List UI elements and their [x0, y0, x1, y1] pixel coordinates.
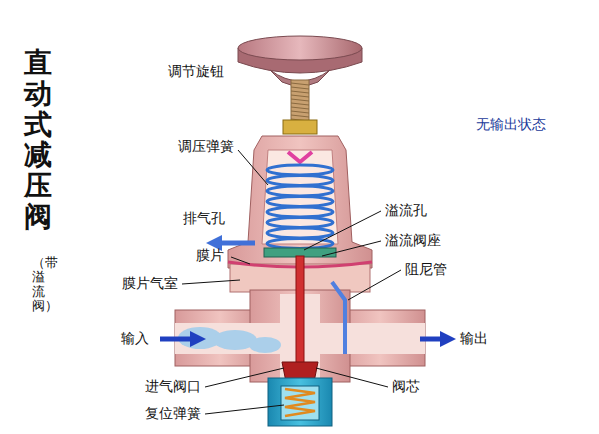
bottom-cap: [281, 386, 319, 420]
pressure-spring: [267, 186, 333, 196]
threaded-stem: [291, 95, 309, 97]
threaded-stem: [291, 103, 309, 105]
bonnet: [262, 150, 338, 244]
adjust-knob: [238, 36, 362, 86]
valve-body: [175, 323, 283, 354]
threaded-stem: [291, 87, 309, 89]
part-label: 进气阀口: [145, 378, 201, 395]
threaded-stem: [291, 99, 309, 101]
pressure-spring: [267, 218, 333, 228]
part-label: 调节旋钮: [168, 63, 224, 80]
flow-arrow: [220, 241, 255, 246]
flow-arrow: [440, 331, 456, 347]
leader-line: [205, 405, 284, 414]
leader-line: [205, 368, 284, 387]
leader-line: [182, 280, 240, 284]
bonnet: [228, 136, 372, 268]
part-label: 复位弹簧: [145, 405, 201, 422]
flow-arrow: [160, 337, 192, 342]
threaded-stem: [291, 83, 309, 85]
part-label: 调压弹簧: [178, 138, 234, 155]
damping-tube: [332, 282, 345, 354]
part-label: 排气孔: [183, 210, 225, 227]
valve-body: [317, 323, 425, 354]
threaded-stem: [291, 80, 309, 122]
pressure-spring: [267, 165, 333, 249]
leader-line: [348, 270, 401, 300]
flow-arrow: [160, 235, 456, 347]
threaded-stem: [291, 80, 309, 122]
leader-line: [182, 150, 401, 414]
pressure-spring: [267, 207, 333, 217]
valve-stem: [296, 256, 304, 364]
part-label: 阀芯: [392, 378, 420, 395]
part-label: 输入: [121, 330, 149, 347]
part-label: 膜片: [196, 247, 224, 264]
flow-arrow: [190, 331, 206, 347]
threaded-stem: [291, 107, 309, 109]
subtitle: （带溢流阀）: [32, 256, 45, 313]
adjust-knob: [238, 36, 362, 60]
part-label: 输出: [460, 330, 488, 347]
bottom-cap: [268, 378, 332, 426]
input-air: [178, 327, 281, 353]
leader-line: [238, 150, 268, 185]
bonnet: [228, 136, 372, 268]
part-label: 阻尼管: [405, 261, 447, 278]
adjust-knob: [270, 70, 330, 86]
part-label: 溢流孔: [385, 202, 427, 219]
bonnet: [288, 152, 312, 162]
flow-arrow: [420, 337, 442, 342]
bottom-cap: [268, 378, 332, 426]
leader-line: [316, 368, 388, 387]
title: 直动式减压阀: [24, 48, 52, 233]
pressure-spring: [267, 228, 333, 238]
leader-line: [322, 241, 381, 256]
threaded-stem: [291, 115, 309, 117]
threaded-stem: [291, 111, 309, 113]
state-label: 无输出状态: [476, 116, 546, 133]
part-label: 溢流阀座: [385, 232, 441, 249]
pressure-spring: [267, 165, 333, 175]
lock-nut: [283, 120, 317, 134]
bottom-cap: [285, 389, 315, 416]
input-air: [249, 337, 281, 353]
threaded-stem: [291, 91, 309, 93]
pressure-spring: [267, 197, 333, 207]
leader-line: [231, 257, 250, 264]
pressure-spring: [267, 176, 333, 186]
part-label: 膜片气室: [122, 275, 178, 292]
